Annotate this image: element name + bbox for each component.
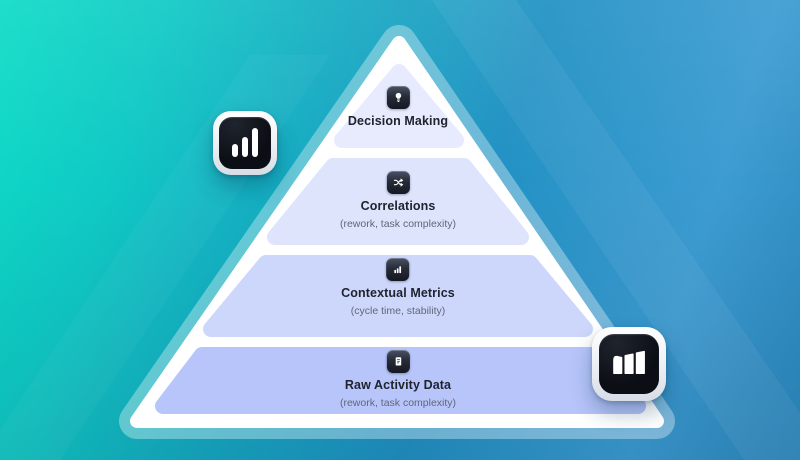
level-title: Decision Making — [347, 114, 449, 128]
level-title: Contextual Metrics — [341, 286, 455, 300]
level-shape-contextual-metrics — [203, 255, 593, 337]
level-shape-raw-activity-data — [155, 347, 646, 414]
level-title: Correlations — [360, 199, 436, 213]
brand-logo-badge — [592, 327, 666, 401]
level-correlations: Correlations (rework, task complexity) — [340, 171, 456, 230]
bar-chart-icon — [219, 117, 271, 169]
shuffle-icon — [386, 171, 410, 194]
level-subtitle: (rework, task complexity) — [339, 218, 457, 230]
level-contextual-metrics: Contextual Metrics (cycle time, stabilit… — [341, 258, 455, 317]
bar-chart-badge — [213, 111, 277, 175]
level-decision-making: Decision Making — [348, 86, 448, 128]
document-icon — [386, 350, 410, 373]
level-raw-activity-data: Raw Activity Data (rework, task complexi… — [340, 350, 456, 409]
brand-logo-icon — [599, 334, 659, 394]
diagonal-beam-right — [432, 0, 800, 460]
level-shape-correlations — [267, 158, 529, 245]
lightbulb-icon — [386, 86, 410, 109]
bar-chart-icon — [386, 258, 410, 281]
level-title: Raw Activity Data — [344, 378, 452, 392]
level-subtitle: (cycle time, stability) — [350, 305, 446, 317]
level-subtitle: (rework, task complexity) — [339, 397, 457, 409]
